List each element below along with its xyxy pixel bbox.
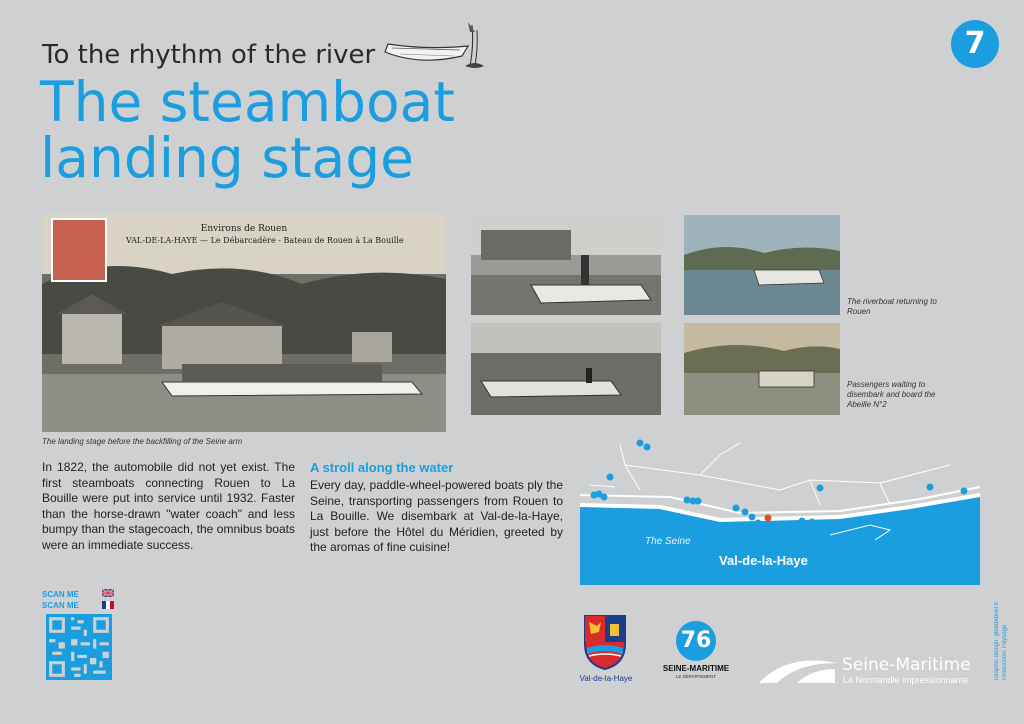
town-logo-name: Val-de-la-Haye [579, 674, 633, 683]
department-number-logo: 76 [676, 621, 716, 661]
page-title: The steamboat landing stage [40, 74, 455, 186]
title-line-2: landing stage [40, 126, 414, 190]
brand-tagline: La Normandie impressionnante [843, 675, 969, 685]
credits-design: Graphic design: globdebreil.fr [994, 601, 1000, 680]
stroll-heading: A stroll along the water [310, 460, 454, 475]
department-subtitle: LE DÉPARTEMENT [675, 674, 717, 679]
map-riverbank-road [580, 493, 980, 523]
postcard-header-line1: Environs de Rouen [200, 224, 288, 234]
main-postcard-photo: Environs de Rouen VAL-DE-LA-HAYE — Le Dé… [42, 214, 446, 432]
rowboat-illustration [384, 22, 484, 68]
french-flag-icon[interactable] [102, 601, 114, 609]
postcard-header-line2: VAL-DE-LA-HAYE — Le Débarcadère - Bateau… [126, 236, 404, 245]
passengers-caption: Passengers waiting to disembark and boar… [847, 380, 936, 409]
map-main-road [580, 486, 980, 515]
scan-me-label: SCAN ME SCAN ME [42, 590, 79, 610]
qr-code[interactable] [46, 614, 112, 680]
uk-flag-icon[interactable] [102, 589, 114, 597]
postcard-top-middle [471, 215, 661, 315]
map-town-label: Val-de-la-Haye [719, 553, 808, 568]
intro-paragraph: In 1822, the automobile did not yet exis… [42, 460, 295, 552]
map-river-area [580, 495, 980, 585]
riverboat-caption: The riverboat returning to Rouen [847, 297, 937, 316]
seine-maritime-brand-mark-icon [759, 660, 837, 683]
subtitle: To the rhythm of the river [42, 40, 376, 70]
map-markers [590, 439, 968, 537]
map-river-label: The Seine [645, 536, 691, 547]
main-photo-caption: The landing stage before the backfilling… [42, 437, 243, 446]
postcard-passengers-waiting [684, 323, 840, 415]
postcard-bottom-middle [471, 323, 661, 415]
current-location-marker [764, 514, 772, 522]
val-de-la-haye-coat-of-arms-icon [584, 615, 626, 670]
brand-name: Seine-Maritime [842, 655, 971, 675]
village-map [580, 439, 980, 585]
stroll-paragraph: Every day, paddle-wheel-powered boats pl… [310, 478, 563, 555]
department-name-logo: SEINE-MARITIME [662, 664, 730, 673]
stop-number-badge: 7 [951, 20, 999, 68]
credits-production: Production: Paysage [1002, 624, 1008, 680]
postcard-riverboat-returning [684, 215, 840, 315]
title-line-1: The steamboat [40, 70, 455, 134]
